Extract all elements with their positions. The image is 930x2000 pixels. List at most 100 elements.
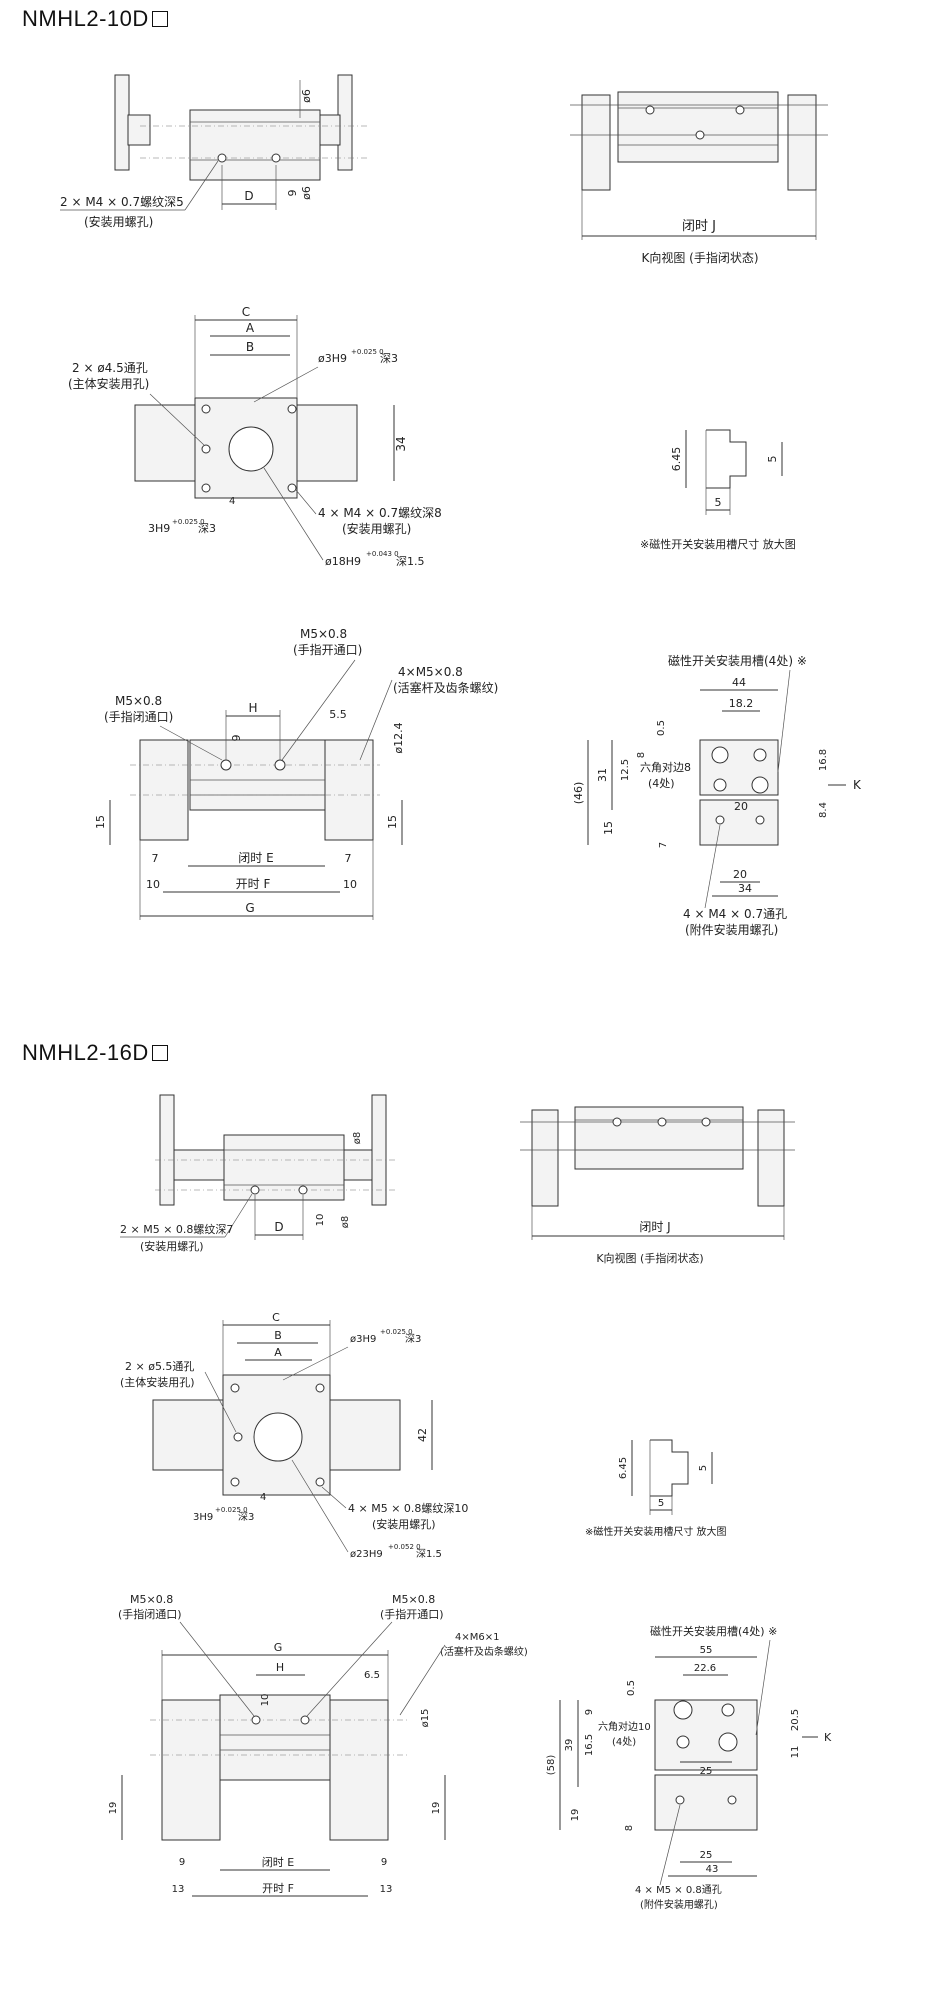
s2-slot-dim-645: 6.45 — [618, 1457, 629, 1479]
s2-end-dim-11: 11 — [790, 1746, 801, 1759]
s2-side-dim-13-right: 13 — [380, 1884, 393, 1895]
s2-slot-dim-5-right: 5 — [698, 1465, 709, 1471]
s1-k-caption: K向视图 (手指闭状态) — [641, 250, 758, 265]
s1-top-note-line2: (安装用螺孔) — [84, 214, 153, 229]
s2-side-dim-E: 闭时 E — [262, 1856, 294, 1869]
s1-end-dim-46: (46) — [572, 782, 585, 805]
s1-front-note-pin2: 3H9 — [148, 522, 170, 535]
s1-front-dim-C: C — [242, 305, 250, 319]
s2-side-dim-65: 6.5 — [364, 1670, 380, 1681]
s1-front-dim-B: B — [246, 340, 254, 354]
s2-top-view: D ø8 10 ø8 2 × M5 × 0.8螺纹深7 (安装用螺孔) — [120, 1094, 395, 1253]
model-title-10: NMHL2-10D — [22, 6, 168, 32]
s1-front-note-mount1: 2 × ø4.5通孔 — [72, 361, 148, 375]
s2-side-dim-19-left: 19 — [108, 1802, 119, 1815]
s2-end-dim-05: 0.5 — [626, 1680, 637, 1696]
s1-side-dim-124: ø12.4 — [392, 722, 405, 753]
s2-end-note1: 4 × M5 × 0.8通孔 — [635, 1884, 722, 1896]
s1-front-note-bore-depth: 深1.5 — [396, 555, 425, 568]
s1-slot-dim-645: 6.45 — [670, 447, 683, 472]
s1-k-dim-J: 闭时 J — [682, 219, 716, 234]
s2-front-note-mount1: 2 × ø5.5通孔 — [125, 1360, 194, 1373]
s1-end-note1: 4 × M4 × 0.7通孔 — [683, 907, 787, 921]
s2-front-note-bore: ø23H9 — [350, 1549, 383, 1560]
s1-end-dim-168: 16.8 — [818, 749, 829, 771]
s2-top-note-line2: (安装用螺孔) — [140, 1239, 204, 1253]
s2-slot-dim-5-bottom: 5 — [658, 1498, 664, 1509]
s1-side-dim-7-left: 7 — [152, 852, 159, 865]
s2-side-dim-9-left: 9 — [179, 1857, 185, 1868]
s1-end-dim-20-mid: 20 — [734, 800, 748, 813]
s2-k-dim-J: 闭时 J — [639, 1220, 670, 1234]
s2-front-note-screw2: (安装用螺孔) — [372, 1517, 436, 1531]
s1-slot-caption: ※磁性开关安装用槽尺寸 放大图 — [640, 537, 796, 551]
s1-side-dim-G: G — [245, 901, 254, 915]
s1-side-dim-10-right: 10 — [343, 878, 357, 891]
s2-slot-caption: ※磁性开关安装用槽尺寸 放大图 — [585, 1525, 727, 1538]
s1-front-note-screw1: 4 × M4 × 0.7螺纹深8 — [318, 506, 442, 520]
s1-front-note-pin2-tol: +0.025 0 — [172, 518, 205, 526]
s1-end-dim-20-bottom: 20 — [733, 868, 747, 881]
s2-side-dim-13-left: 13 — [172, 1884, 185, 1895]
model-title-16: NMHL2-16D — [22, 1040, 168, 1066]
s1-top-note-line1: 2 × M4 × 0.7螺纹深5 — [60, 195, 184, 209]
s1-front-note-pin-tol: +0.025 0 — [351, 348, 384, 356]
s2-side-dim-H: H — [276, 1661, 284, 1674]
s2-top-dim-10: 10 — [315, 1214, 326, 1227]
s2-front-note-pin2-depth: 深3 — [238, 1511, 254, 1523]
s2-end-dim-25-bottom: 25 — [700, 1850, 713, 1861]
s1-end-dim-7: 7 — [658, 842, 669, 848]
s2-front-dim-B: B — [274, 1329, 282, 1342]
s1-end-note2: (附件安装用螺孔) — [685, 922, 778, 937]
s1-top-dim-phi6-top: ø6 — [300, 89, 313, 103]
s2-front-note-pin2-tol: +0.025 0 — [215, 1506, 248, 1514]
s1-end-dim-8: 8 — [636, 752, 647, 758]
s1-side-dim-15-left: 15 — [94, 815, 107, 829]
s1-front-note-pin: ø3H9 — [318, 352, 347, 365]
s2-side-port-open1: M5×0.8 — [392, 1593, 435, 1606]
s2-end-dim-55: 55 — [700, 1645, 713, 1656]
model-suffix-box — [151, 1045, 168, 1061]
s1-end-dim-15: 15 — [602, 821, 615, 835]
s1-slot-dim-5-right: 5 — [766, 456, 779, 463]
s1-top-view: D ø6 9 ø6 2 × M4 × 0.7螺纹深5 (安装用螺孔) — [60, 74, 370, 229]
s1-k-view: 闭时 J K向视图 (手指闭状态) — [570, 91, 828, 265]
s1-top-dim-D: D — [244, 189, 253, 203]
s2-front-note-pin2: 3H9 — [193, 1512, 213, 1523]
s2-front-note-mount2: (主体安装用孔) — [120, 1375, 195, 1389]
s1-end-view: 磁性开关安装用槽(4处) ※ 44 18.2 0.5 (46) 31 12.5 … — [572, 653, 862, 937]
s2-front-view: C B A 42 2 × ø5.5通孔 (主体安装用孔) ø3H9 +0.025… — [120, 1311, 468, 1560]
s1-top-dim-phi6-bottom: ø6 — [300, 186, 313, 200]
s2-side-port-close1: M5×0.8 — [130, 1593, 173, 1606]
s2-side-port-close2: (手指闭通口) — [118, 1607, 182, 1621]
s2-end-slot-note: 磁性开关安装用槽(4处) ※ — [650, 1624, 777, 1638]
s1-side-port-open1: M5×0.8 — [300, 627, 347, 641]
s2-end-dim-165: 16.5 — [584, 1734, 595, 1756]
s2-front-dim-4: 4 — [260, 1492, 266, 1503]
s1-side-dim-15-right: 15 — [386, 815, 399, 829]
s1-side-view: H 9 5.5 ø12.4 M5×0.8 (手指开通口) M5×0.8 (手指闭… — [94, 627, 498, 920]
s2-top-dim-phi8-bottom: ø8 — [340, 1216, 351, 1228]
s1-side-dim-7-right: 7 — [345, 852, 352, 865]
s1-top-dim-9: 9 — [286, 190, 299, 197]
s2-top-dim-phi8-top: ø8 — [352, 1132, 363, 1144]
s2-end-dim-25-mid: 25 — [700, 1766, 713, 1777]
s2-end-dim-205: 20.5 — [790, 1709, 801, 1731]
s1-slot-dim-5-bottom: 5 — [715, 496, 722, 509]
s2-top-note-line1: 2 × M5 × 0.8螺纹深7 — [120, 1222, 233, 1236]
s2-side-dim-9-right: 9 — [381, 1857, 387, 1868]
s1-front-note-mount2: (主体安装用孔) — [68, 376, 149, 391]
s2-side-view: G H 10 6.5 ø15 M5×0.8 (手指闭通口) M5×0.8 (手指… — [108, 1593, 528, 1897]
s2-end-dim-226: 22.6 — [694, 1663, 716, 1674]
s1-side-rod2: (活塞杆及齿条螺纹) — [393, 680, 498, 695]
s2-end-view: 磁性开关安装用槽(4处) ※ 55 22.6 0.5 (58) 39 16.5 … — [546, 1624, 832, 1911]
s2-end-dim-58: (58) — [546, 1755, 557, 1776]
s2-side-dim-10: 10 — [260, 1694, 271, 1707]
s1-side-dim-55: 5.5 — [329, 708, 347, 721]
s1-end-dim-34: 34 — [738, 882, 752, 895]
s2-end-hex2: (4处) — [612, 1736, 636, 1748]
s1-front-dim-4: 4 — [229, 496, 235, 507]
s1-front-note-bore: ø18H9 — [325, 555, 361, 568]
s1-side-rod1: 4×M5×0.8 — [398, 665, 463, 679]
s2-side-dim-G: G — [274, 1641, 283, 1654]
